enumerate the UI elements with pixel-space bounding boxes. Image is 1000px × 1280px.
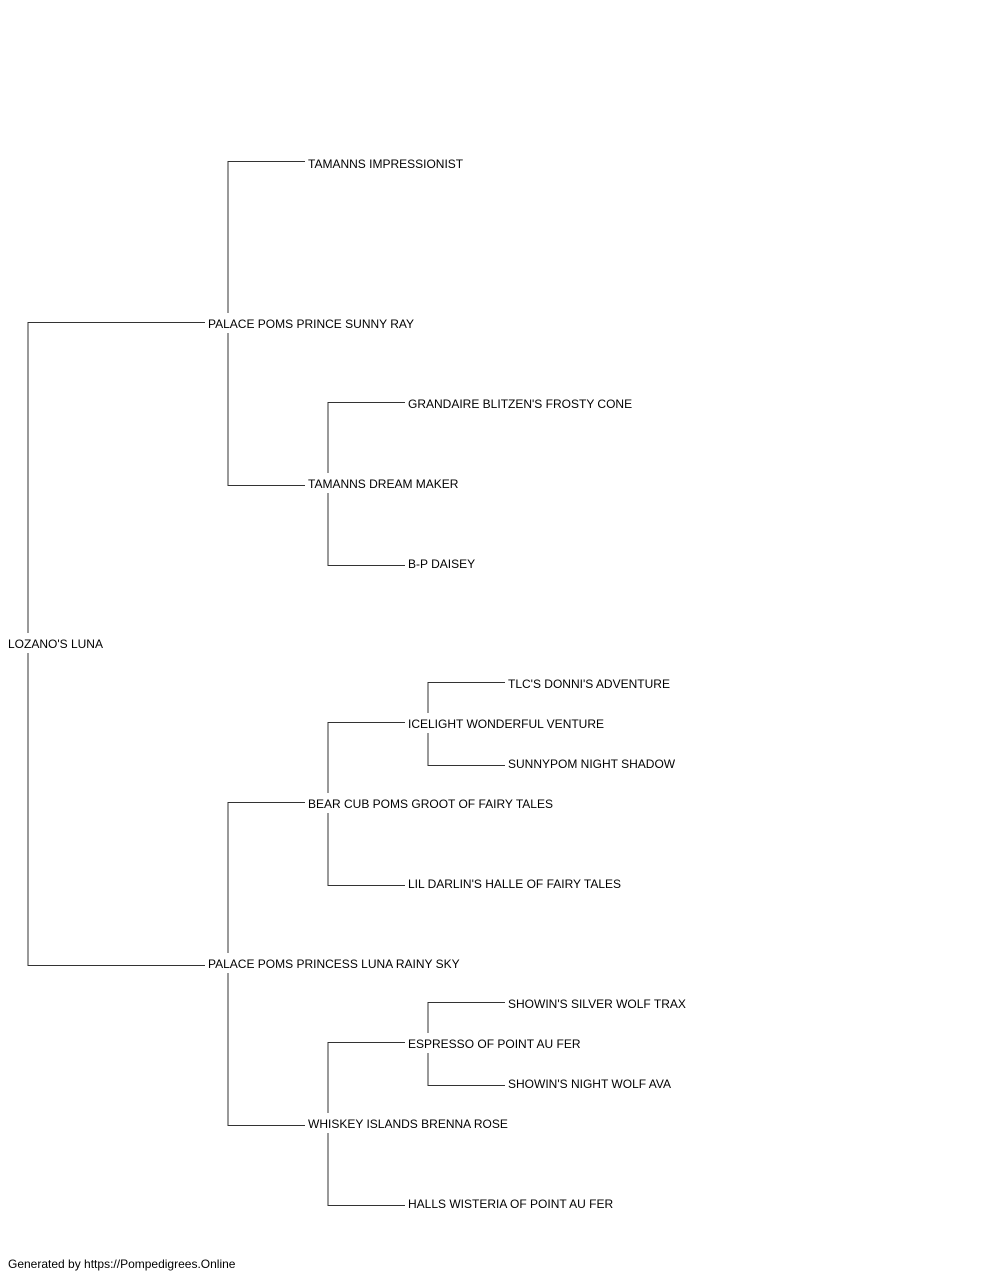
- connector-dam-dam-sire-sire: [427, 1002, 505, 1033]
- connector-dam-sire: [227, 802, 305, 953]
- dam-dam-dam-name: HALLS WISTERIA OF POINT AU FER: [408, 1197, 616, 1211]
- sire-dam-name: TAMANNS DREAM MAKER: [308, 477, 461, 491]
- sire-dam-dam-name: B-P DAISEY: [408, 557, 478, 571]
- connector-dam-dam-sire: [327, 1042, 405, 1113]
- dam-name: PALACE POMS PRINCESS LUNA RAINY SKY: [208, 957, 462, 971]
- connector-sire-dam-dam: [327, 493, 405, 566]
- connector-dam-sire-dam: [327, 813, 405, 886]
- connector-sire-dam-sire: [327, 402, 405, 473]
- connector-dam-dam-sire-dam: [427, 1053, 505, 1086]
- connector-subject-sire: [27, 322, 205, 633]
- subject-name: LOZANO'S LUNA: [8, 637, 105, 651]
- connector-dam-dam: [227, 973, 305, 1126]
- connector-dam-sire-sire-sire: [427, 682, 505, 713]
- dam-dam-sire-dam-name: SHOWIN'S NIGHT WOLF AVA: [508, 1077, 673, 1091]
- dam-dam-sire-sire-name: SHOWIN'S SILVER WOLF TRAX: [508, 997, 688, 1011]
- dam-sire-dam-name: LIL DARLIN'S HALLE OF FAIRY TALES: [408, 877, 624, 891]
- connector-dam-sire-sire-dam: [427, 733, 505, 766]
- sire-sire-name: TAMANNS IMPRESSIONIST: [308, 157, 466, 171]
- connector-sire-dam: [227, 333, 305, 486]
- connector-dam-dam-dam: [327, 1133, 405, 1206]
- connector-subject-dam: [27, 653, 205, 966]
- dam-sire-name: BEAR CUB POMS GROOT OF FAIRY TALES: [308, 797, 555, 811]
- sire-dam-sire-name: GRANDAIRE BLITZEN'S FROSTY CONE: [408, 397, 635, 411]
- connector-dam-sire-sire: [327, 722, 405, 793]
- dam-sire-sire-dam-name: SUNNYPOM NIGHT SHADOW: [508, 757, 678, 771]
- dam-dam-name: WHISKEY ISLANDS BRENNA ROSE: [308, 1117, 510, 1131]
- dam-sire-sire-sire-name: TLC'S DONNI'S ADVENTURE: [508, 677, 672, 691]
- connector-sire-sire: [227, 161, 305, 313]
- generated-by-footer: Generated by https://Pompedigrees.Online: [8, 1257, 236, 1271]
- sire-name: PALACE POMS PRINCE SUNNY RAY: [208, 317, 417, 331]
- dam-dam-sire-name: ESPRESSO OF POINT AU FER: [408, 1037, 583, 1051]
- dam-sire-sire-name: ICELIGHT WONDERFUL VENTURE: [408, 717, 607, 731]
